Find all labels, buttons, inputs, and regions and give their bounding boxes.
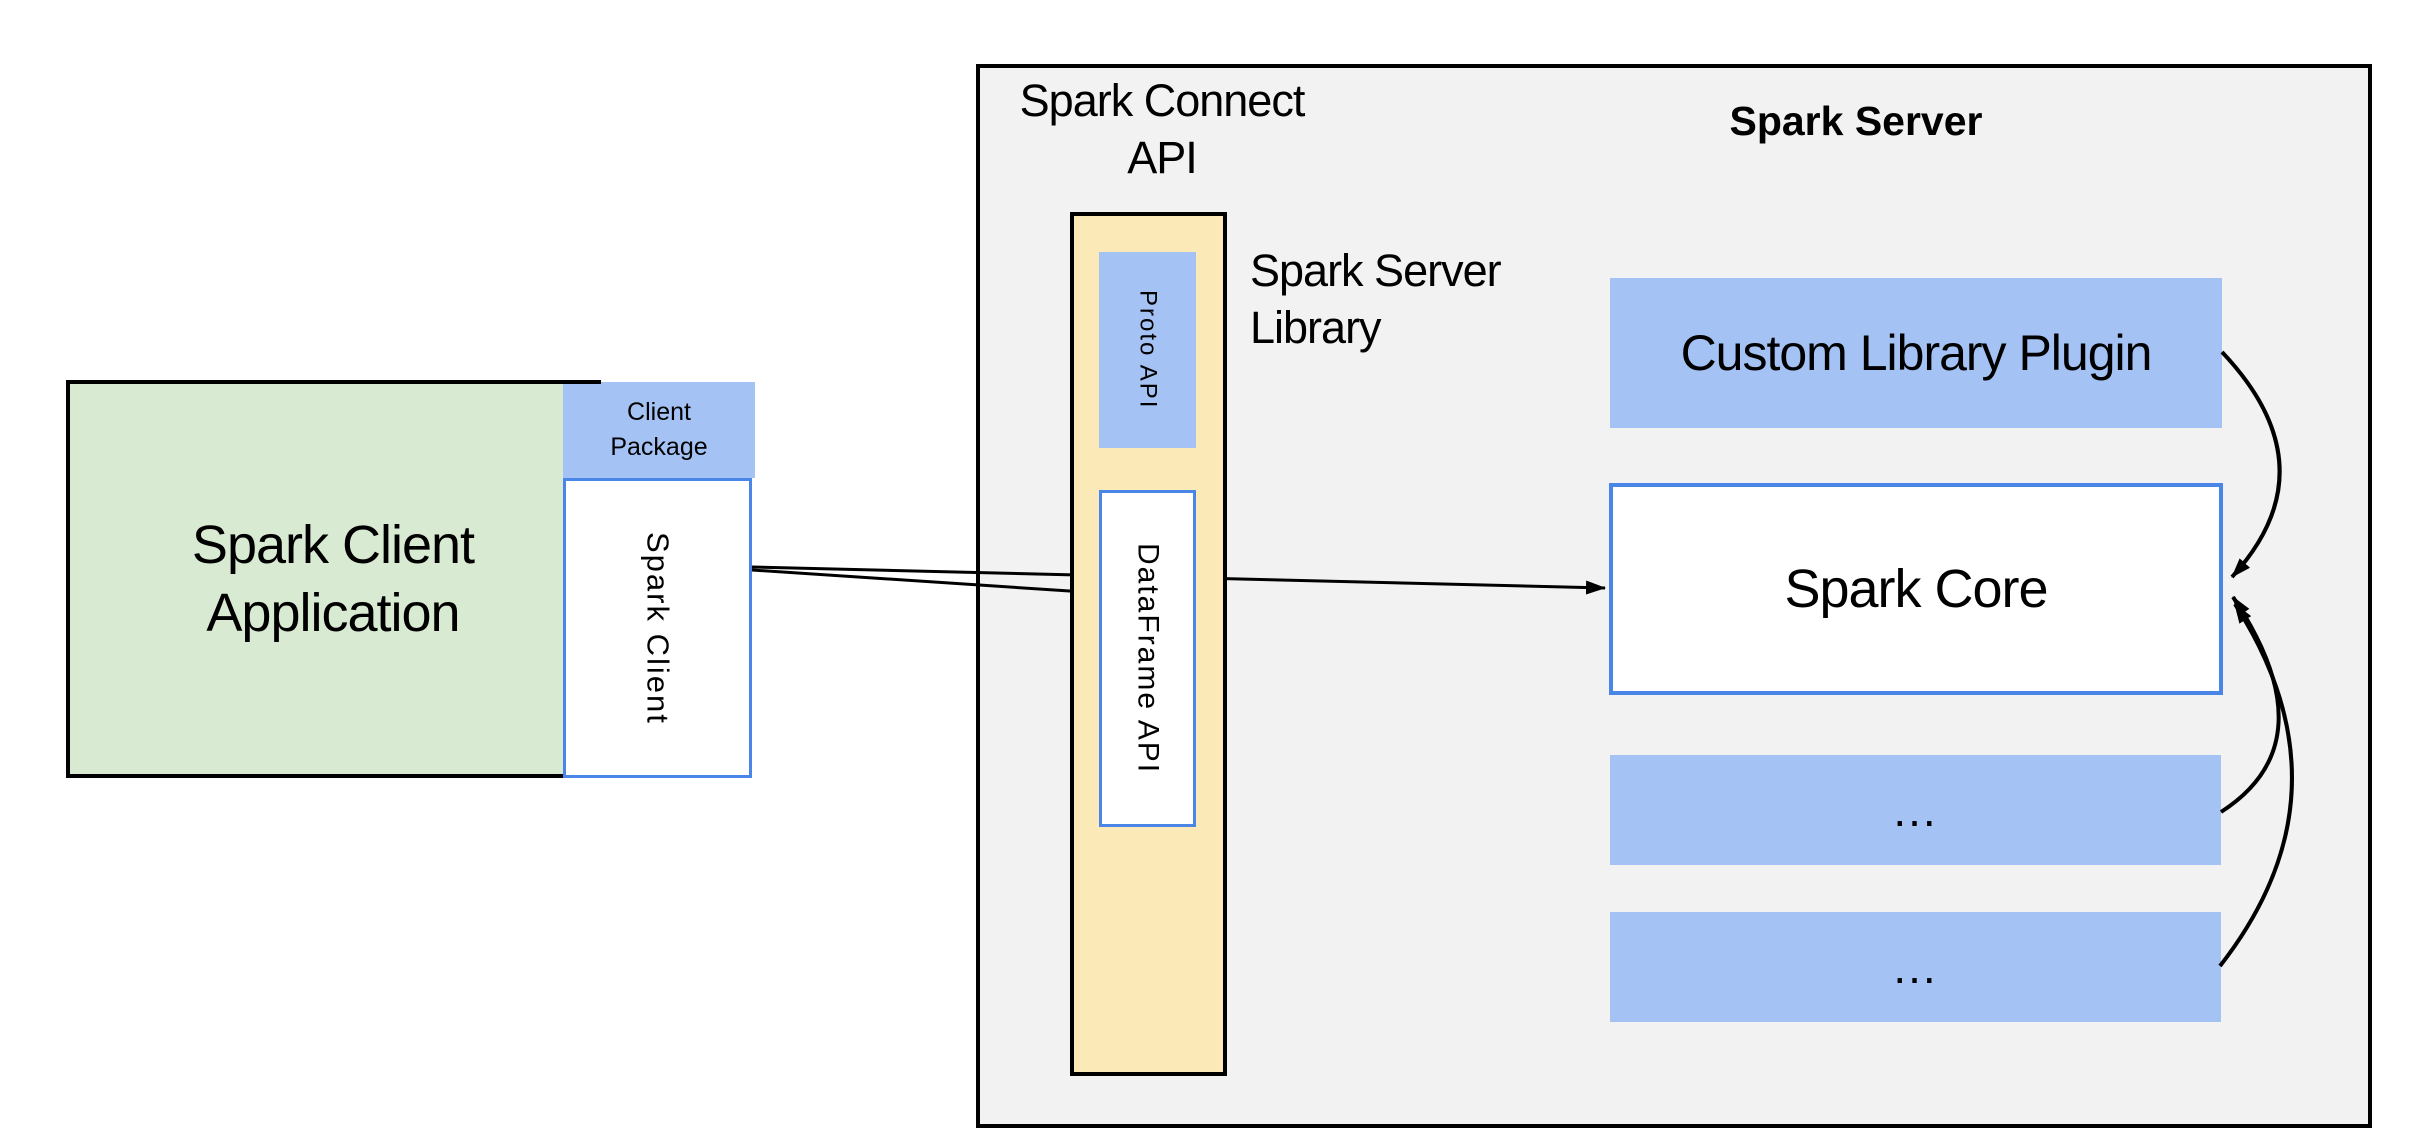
extension-box-1-label: ... — [1893, 784, 1938, 836]
spark-core-box: Spark Core — [1609, 483, 2223, 695]
spark-connect-api-title-line2: API — [1127, 132, 1198, 183]
custom-library-plugin-box: Custom Library Plugin — [1610, 278, 2222, 428]
spark-core-label: Spark Core — [1784, 559, 2048, 619]
spark-server-title: Spark Server — [1729, 98, 1983, 144]
dataframe-api-label: DataFrame API — [1131, 542, 1165, 775]
spark-server-library-label-line1: Spark Server — [1250, 245, 1502, 296]
extension-box-2: ... — [1610, 912, 2221, 1022]
client-package-label-line1: Client — [627, 398, 691, 426]
dataframe-api-box: DataFrame API — [1099, 490, 1196, 827]
spark-client-box: Spark Client — [563, 478, 752, 778]
client-package-label-line2: Package — [610, 433, 708, 461]
spark-client-application-label-line2: Application — [206, 583, 460, 643]
proto-api-box: Proto API — [1099, 252, 1196, 448]
spark-connect-api-title-line1: Spark Connect — [1019, 75, 1306, 126]
extension-box-2-label: ... — [1893, 941, 1938, 993]
client-package-box: Client Package — [563, 382, 755, 478]
client-package-label: Client Package — [610, 395, 707, 465]
spark-client-application-box: Spark Client Application — [66, 380, 600, 778]
extension-box-1: ... — [1610, 755, 2221, 865]
green-box-border-overhang — [563, 380, 601, 384]
spark-server-library-label: Spark Server Library — [1250, 242, 1502, 356]
spark-client-label: Spark Client — [640, 531, 676, 725]
spark-client-application-label-line1: Spark Client — [191, 515, 475, 575]
proto-api-label: Proto API — [1134, 290, 1162, 410]
custom-library-plugin-label: Custom Library Plugin — [1680, 325, 2153, 381]
spark-client-application-label: Spark Client Application — [191, 511, 475, 647]
spark-server-library-label-line2: Library — [1250, 302, 1382, 353]
spark-connect-api-title: Spark Connect API — [1012, 72, 1312, 186]
